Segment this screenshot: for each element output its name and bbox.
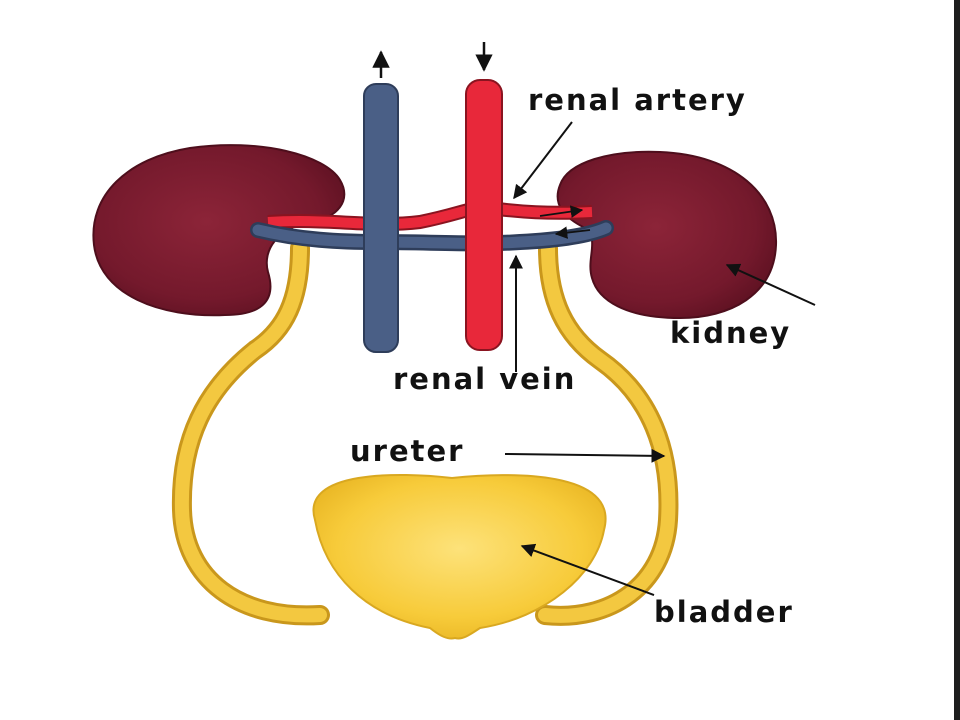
artery-flow-arrow-icon — [539, 205, 584, 218]
left-ureter — [171, 238, 330, 626]
vein-flow-arrow-icon — [554, 226, 591, 239]
label-ureter: ureter — [350, 434, 464, 468]
pointer-bladder — [520, 543, 655, 596]
label-bladder: bladder — [654, 595, 794, 629]
vena-cava — [363, 83, 399, 353]
left-kidney-shape — [92, 144, 346, 317]
pointer-kidney — [725, 263, 816, 306]
slide-edge-bar — [954, 0, 960, 720]
label-kidney: kidney — [670, 316, 791, 350]
label-renal-vein: renal vein — [393, 362, 576, 396]
bladder-shape — [312, 473, 607, 640]
renal-vein-branches — [250, 220, 614, 252]
pointer-ureter — [504, 448, 666, 463]
right-ureter — [535, 238, 679, 626]
aorta — [465, 79, 503, 351]
label-renal-artery: renal artery — [528, 83, 747, 117]
pointer-renal-artery — [513, 121, 573, 200]
